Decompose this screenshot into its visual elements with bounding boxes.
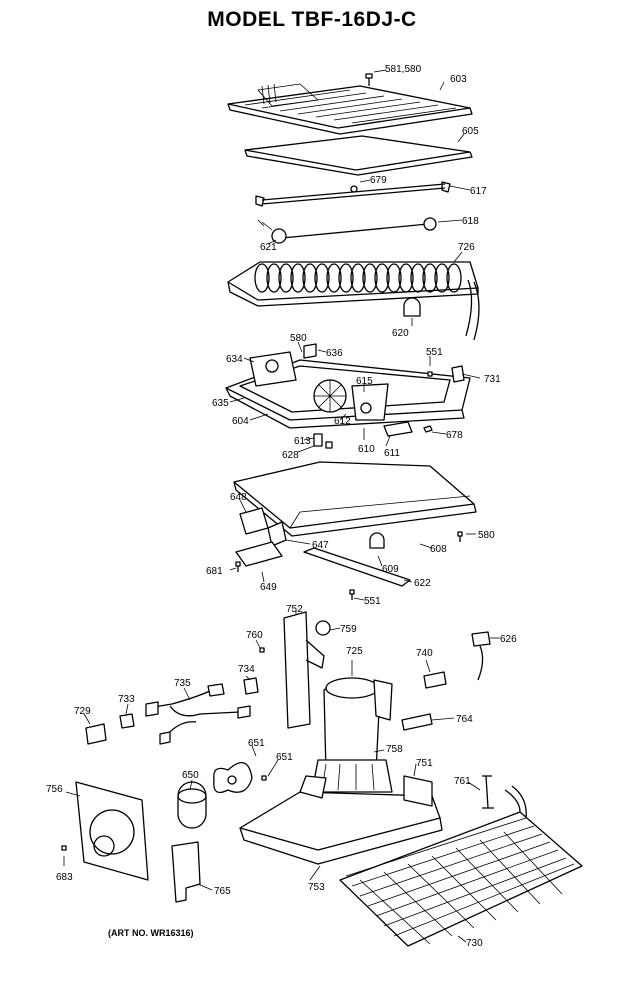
callout-label: 730 <box>466 938 483 949</box>
callout-label: 735 <box>174 678 191 689</box>
callout-label: 758 <box>386 744 403 755</box>
callout-label: 753 <box>308 882 325 893</box>
callout-label: 759 <box>340 624 357 635</box>
callout-label: 628 <box>282 450 299 461</box>
callout-label: 647 <box>312 540 329 551</box>
callout-label: 751 <box>416 758 433 769</box>
callout-label: 650 <box>182 770 199 781</box>
callout-label: 603 <box>450 74 467 85</box>
callout-label: 764 <box>456 714 473 725</box>
callout-label: 580 <box>478 530 495 541</box>
part-729-relay <box>85 723 107 745</box>
callout-label: 651 <box>276 752 293 763</box>
callout-label: 649 <box>260 582 277 593</box>
part-620-clip <box>403 297 421 317</box>
callout-label: 551 <box>426 347 443 358</box>
part-756-shroud <box>75 781 149 881</box>
part-759-grommet <box>315 620 331 636</box>
part-730-condenser <box>339 785 583 947</box>
callout-label: 551 <box>364 596 381 607</box>
callout-label: 756 <box>46 784 63 795</box>
callout-label: 648 <box>230 492 247 503</box>
callout-label: 734 <box>238 664 255 675</box>
callout-label: 610 <box>358 444 375 455</box>
part-604-fan-housing <box>225 343 471 447</box>
callout-label: 678 <box>446 430 463 441</box>
callout-label: 622 <box>414 578 431 589</box>
page-title: MODEL TBF-16DJ-C <box>207 8 417 31</box>
part-626-cord <box>471 631 491 681</box>
part-740-capacitor <box>423 671 447 689</box>
leader-lines <box>63 69 500 943</box>
part-650-fan-motor <box>177 781 207 829</box>
callout-label: 611 <box>384 448 400 459</box>
callout-label: 726 <box>458 242 475 253</box>
part-608-panel <box>233 461 477 537</box>
part-764-switch <box>401 713 433 731</box>
part-603-evaporator-cover <box>227 83 473 135</box>
part-752-bracket <box>283 611 325 729</box>
callout-label: 580 <box>290 333 307 344</box>
part-734-connector <box>243 677 259 695</box>
callout-label: 635 <box>212 398 229 409</box>
callout-label: 609 <box>382 564 399 575</box>
art-number: (ART NO. WR16316) <box>108 928 194 938</box>
part-648-bracket <box>239 507 287 547</box>
part-622-strip <box>303 547 411 587</box>
callout-label: 605 <box>462 126 479 137</box>
part-609-damper <box>369 532 385 549</box>
callout-label: 615 <box>356 376 373 387</box>
part-618-heater <box>257 217 437 244</box>
callout-label: 740 <box>416 648 433 659</box>
callout-label: 612 <box>334 416 351 427</box>
callout-label: 760 <box>246 630 263 641</box>
callout-label: 731 <box>484 374 501 385</box>
callout-label: 761 <box>454 776 471 787</box>
callout-label: 618 <box>462 216 479 227</box>
part-651-fan-blade <box>213 762 253 794</box>
callout-label: 604 <box>232 416 249 427</box>
part-765-bracket <box>171 841 201 903</box>
callout-label: 752 <box>286 604 303 615</box>
callout-label: 620 <box>392 328 409 339</box>
callout-label: 636 <box>326 348 343 359</box>
part-726-evaporator-coil <box>227 261 480 341</box>
callout-label: 613 <box>294 436 311 447</box>
callout-label: 733 <box>118 694 135 705</box>
callout-label: 608 <box>430 544 447 555</box>
callout-label: 683 <box>56 872 73 883</box>
part-735-harness <box>145 683 251 745</box>
callout-label: 679 <box>370 175 387 186</box>
callout-label: 729 <box>74 706 91 717</box>
callout-label: 621 <box>260 242 277 253</box>
callout-label: 626 <box>500 634 517 645</box>
part-733-overload <box>119 713 135 729</box>
part-751-base <box>239 775 443 865</box>
part-649-plate <box>235 541 283 567</box>
part-617-bracket <box>255 181 451 207</box>
callout-label: 681 <box>206 566 223 577</box>
part-761-clip <box>482 775 494 809</box>
part-605-plate <box>244 135 473 176</box>
fasteners <box>61 73 463 851</box>
callout-label: 725 <box>346 646 363 657</box>
callout-label: 634 <box>226 354 243 365</box>
callout-label: 581,580 <box>385 64 422 75</box>
callout-label: 651 <box>248 738 265 749</box>
part-725-compressor <box>323 677 393 782</box>
callout-label: 765 <box>214 886 231 897</box>
callout-label: 617 <box>470 186 487 197</box>
callout-labels: 581,580 603 605 679 617 618 621 726 620 … <box>46 64 517 949</box>
